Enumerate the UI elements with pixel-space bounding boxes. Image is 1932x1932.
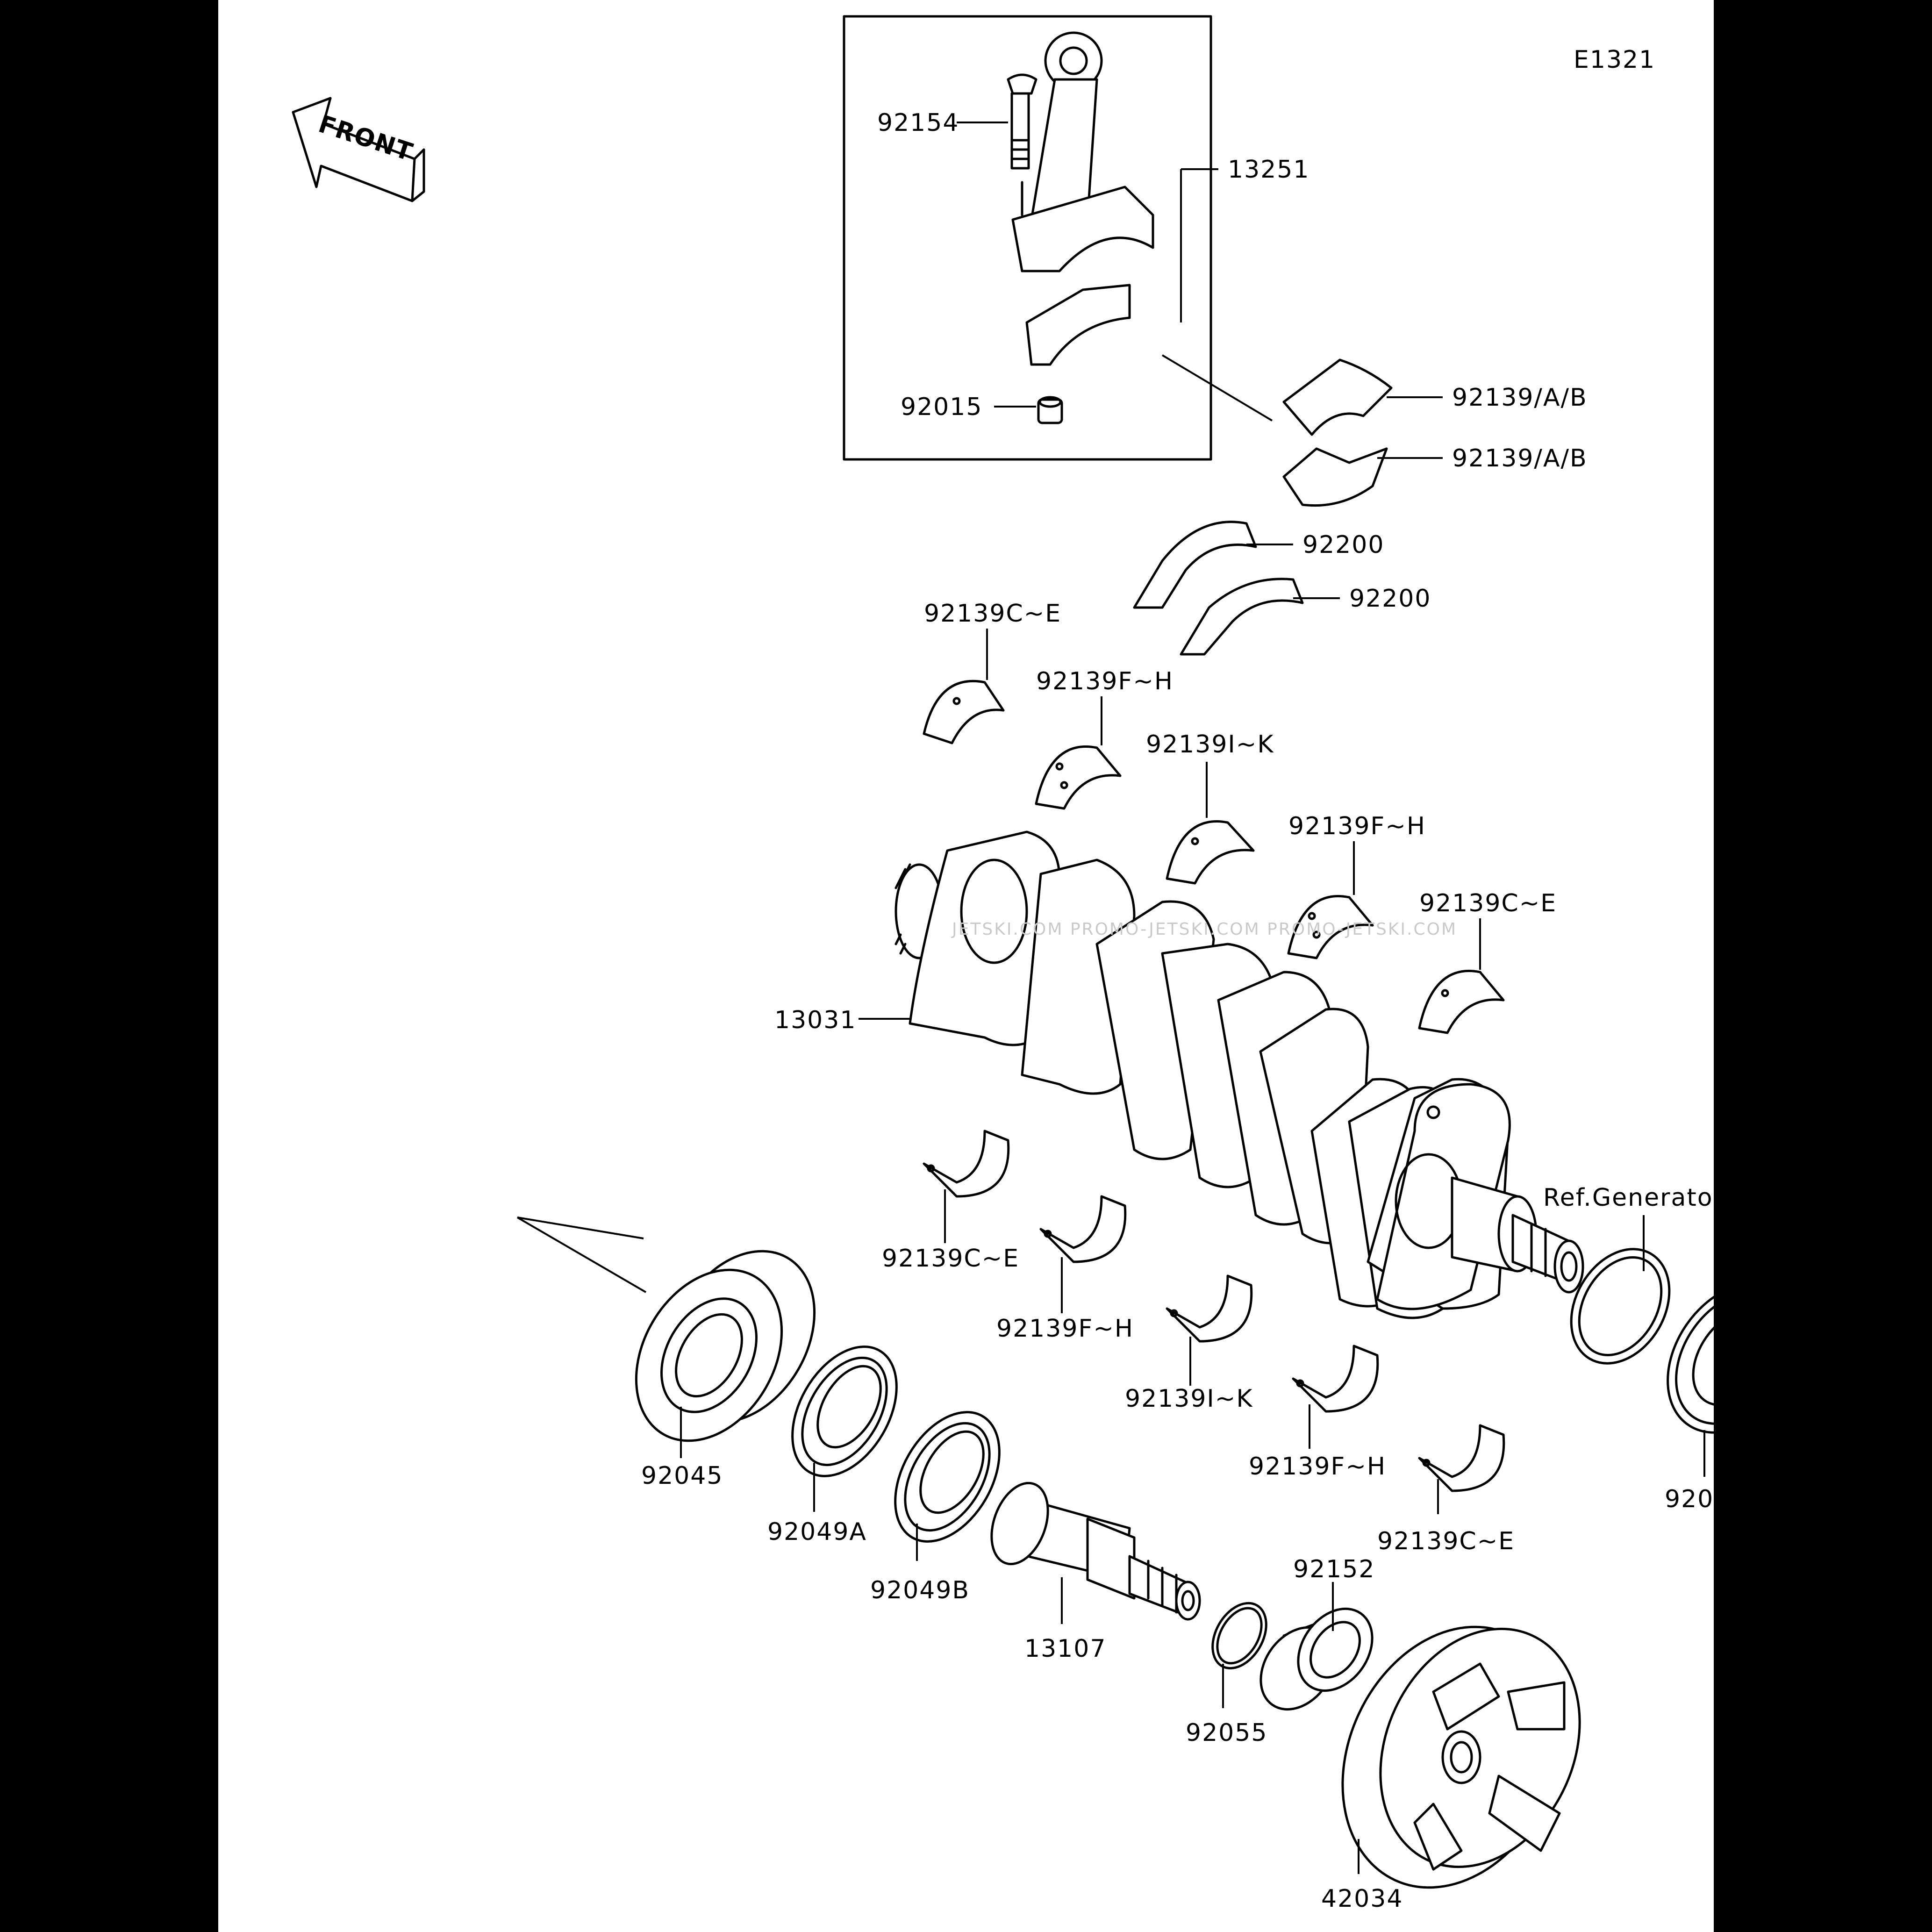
main-bearing-lower-4 bbox=[1292, 1345, 1379, 1413]
conrod-nut bbox=[1037, 396, 1063, 424]
oil-seal-a bbox=[791, 1345, 898, 1477]
callout-92049: 92049 bbox=[1665, 1485, 1714, 1513]
conrod-bearing-upper bbox=[1282, 358, 1393, 436]
callout-92139fh-bot2: 92139F~H bbox=[1249, 1453, 1386, 1481]
collar bbox=[1259, 1607, 1374, 1711]
conrod-assembly-box bbox=[843, 15, 1212, 461]
main-bearing-lower-2 bbox=[1039, 1195, 1127, 1263]
oil-seal-b bbox=[894, 1411, 1001, 1543]
callout-92200-2: 92200 bbox=[1349, 585, 1431, 613]
ref-generator-label: Ref.Generator bbox=[1543, 1184, 1714, 1212]
callout-92139ce-bot1: 92139C~E bbox=[882, 1245, 1019, 1273]
callout-92139fh-top2: 92139F~H bbox=[1288, 812, 1426, 840]
main-bearing-upper-1 bbox=[923, 680, 1005, 744]
callout-13031: 13031 bbox=[774, 1006, 856, 1034]
main-bearing-upper-2 bbox=[1035, 745, 1122, 810]
main-bearing-upper-4 bbox=[1287, 895, 1374, 959]
ball-bearing bbox=[635, 1250, 816, 1442]
diagram-code: E1321 bbox=[1574, 46, 1655, 74]
generator-ring bbox=[1570, 1248, 1671, 1365]
callout-92139ab-2: 92139/A/B bbox=[1452, 444, 1588, 472]
thrust-washer-2 bbox=[1180, 578, 1304, 656]
callout-92015: 92015 bbox=[901, 393, 982, 421]
thrust-washer-1 bbox=[1133, 521, 1257, 609]
crankshaft bbox=[894, 830, 1584, 1319]
drive-shaft bbox=[990, 1481, 1201, 1621]
callout-92055: 92055 bbox=[1186, 1719, 1267, 1747]
callout-92049A: 92049A bbox=[767, 1518, 867, 1546]
callout-92139ab-1: 92139/A/B bbox=[1452, 384, 1588, 412]
callout-92200-1: 92200 bbox=[1302, 531, 1384, 559]
callout-92139fh-top1: 92139F~H bbox=[1036, 667, 1174, 695]
callout-13107: 13107 bbox=[1024, 1635, 1106, 1663]
crankshaft-exploded-diagram: E1321 FRONT 92154 13251 92015 bbox=[292, 15, 1714, 1913]
main-bearing-lower-5 bbox=[1418, 1424, 1505, 1492]
callout-92154: 92154 bbox=[877, 109, 959, 137]
watermark: JETSKI.COM PROMO-JETSKI.COM PROMO-JETSKI… bbox=[951, 920, 1457, 939]
parts-diagram-sheet: E1321 FRONT 92154 13251 92015 bbox=[218, 0, 1714, 1932]
main-bearing-lower-3 bbox=[1166, 1274, 1253, 1343]
callout-92045: 92045 bbox=[641, 1462, 723, 1490]
callout-92139ik-top: 92139I~K bbox=[1146, 730, 1274, 758]
callout-92139ce-top2: 92139C~E bbox=[1419, 889, 1557, 917]
oil-seal-right bbox=[1667, 1281, 1714, 1434]
conrod-bearing-lower bbox=[1282, 447, 1388, 507]
callout-92152: 92152 bbox=[1293, 1555, 1375, 1583]
main-bearing-upper-3 bbox=[1166, 820, 1255, 885]
callout-92139ik-bot: 92139I~K bbox=[1125, 1385, 1253, 1413]
coupling bbox=[1341, 1625, 1581, 1889]
conrod-bolt bbox=[1007, 73, 1038, 170]
connecting-rod bbox=[1011, 31, 1154, 272]
callout-92049B: 92049B bbox=[870, 1576, 970, 1604]
o-ring bbox=[1211, 1602, 1267, 1670]
main-bearing-lower-1 bbox=[923, 1130, 1010, 1198]
callout-92139ce-top1: 92139C~E bbox=[924, 600, 1061, 628]
callout-92139fh-bot1: 92139F~H bbox=[996, 1315, 1134, 1343]
main-bearing-upper-5 bbox=[1418, 970, 1505, 1034]
callout-13251: 13251 bbox=[1228, 156, 1309, 184]
front-arrow-icon: FRONT bbox=[292, 97, 425, 202]
connecting-rod-cap bbox=[1025, 284, 1131, 366]
callout-42034: 42034 bbox=[1321, 1885, 1403, 1913]
callout-92139ce-bot2: 92139C~E bbox=[1377, 1527, 1515, 1555]
